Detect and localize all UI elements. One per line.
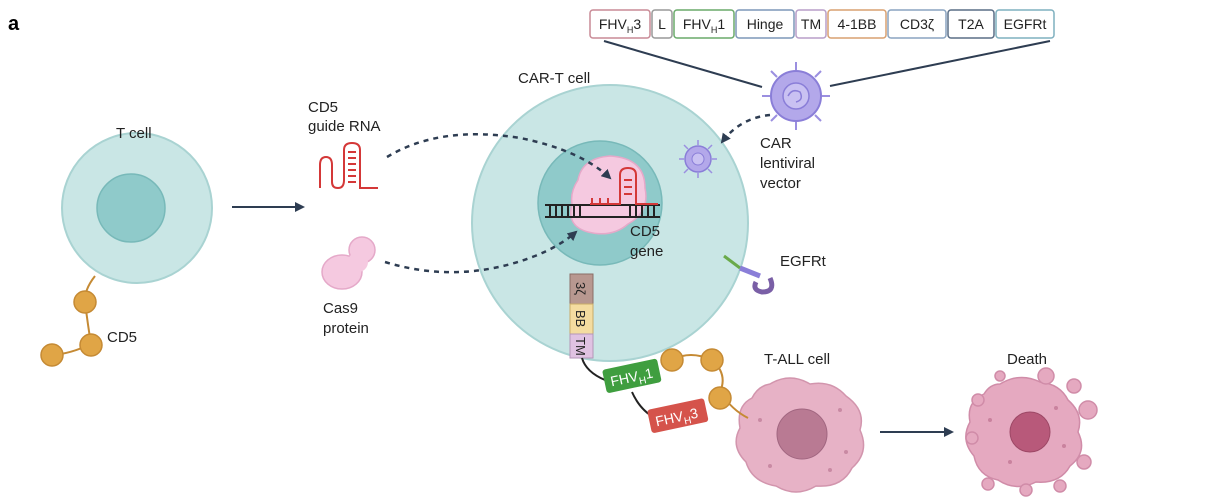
dying-cell (965, 367, 1098, 497)
egfrt-label: EGFRt (780, 253, 827, 270)
construct-segment-main: 4-1BB (838, 16, 877, 32)
cas9-label-1: Cas9 (323, 300, 358, 317)
construct-segment-box (651, 9, 673, 39)
svg-text:FHVH1: FHVH1 (609, 365, 655, 394)
car-t-cell-label: CAR-T cell (518, 70, 590, 87)
construct-segment-tail: 3 (633, 16, 641, 32)
construct-segment-main: CD3ζ (900, 16, 934, 32)
construct-segment-main: Hinge (747, 16, 784, 32)
construct-segment-tail: 1 (717, 16, 725, 32)
construct-segment-box (947, 9, 995, 39)
fhvh3-sub: H (683, 415, 692, 427)
construct-segment-box (795, 9, 827, 39)
construct-segment-label: L (658, 16, 666, 32)
construct-segment-main: T2A (958, 16, 984, 32)
egfrt-icon (723, 254, 775, 295)
cas9-label-2: protein (323, 320, 369, 337)
guide-rna-label-2: guide RNA (308, 118, 381, 135)
fhvh1-tail: 1 (643, 365, 654, 382)
lentivirus-icon (762, 62, 830, 130)
dying-cell-nucleus (988, 406, 1066, 464)
construct-segment-label: FHVH1 (683, 16, 726, 35)
construct-segment-main: EGFRt (1004, 16, 1047, 32)
fhvh3-tail: 3 (688, 405, 699, 422)
construct-segment-box (887, 9, 947, 39)
construct-segment-label: EGFRt (1004, 16, 1047, 32)
guide-rna-label-1: CD5 (308, 99, 338, 116)
construct-segment-box (589, 9, 651, 39)
cas9-protein-icon (321, 236, 376, 290)
construct-segment-label: FHVH3 (599, 16, 642, 35)
cd5-receptor-icon (40, 275, 103, 367)
construct-segment-label: TM (801, 16, 821, 32)
guide-rna-icon (319, 141, 378, 190)
lentivirus-small-icon (679, 140, 717, 178)
construct-segment-box (673, 9, 735, 39)
car-tm-label: TM (573, 337, 588, 356)
dashed-arrow-virus-icon (720, 113, 771, 144)
construct-segment-sub: H (627, 25, 634, 35)
construct-line-right (829, 40, 1051, 87)
cd5-gene-label-2: gene (630, 243, 663, 260)
car-fhvh1-domain: FHVH1 (602, 358, 662, 394)
guide-rna-bound-icon (590, 166, 658, 205)
car-hinge-icon (581, 357, 606, 381)
construct-segment-main: L (658, 16, 666, 32)
car-molecule: 3ζ BB TM (569, 273, 594, 359)
death-label: Death (1007, 351, 1047, 368)
vector-label-1: CAR (760, 135, 792, 152)
construct-segment-main: FHV (683, 16, 712, 32)
car-zeta-label: 3ζ (573, 282, 588, 295)
t-cell-label: T cell (116, 125, 152, 142)
car-bb-label: BB (573, 310, 588, 327)
t-all-cell (735, 377, 865, 493)
car-fhvh3-domain: FHVH3 (647, 398, 709, 434)
t-all-cell-label: T-ALL cell (764, 351, 830, 368)
dashed-arrow-cas9-icon (384, 230, 578, 274)
construct-segment-main: FHV (599, 16, 628, 32)
construct-segment-box (827, 9, 887, 39)
fhvh1-main: FHV (609, 368, 640, 390)
construct-segment-box (735, 9, 795, 39)
construct-segment-label: 4-1BB (838, 16, 877, 32)
construct-segment-label: Hinge (747, 16, 784, 32)
fhvh3-main: FHV (654, 408, 685, 430)
vector-label-2: lentiviral (760, 155, 815, 172)
cd5-gene-label-1: CD5 (630, 223, 660, 240)
construct-line-left (603, 40, 763, 88)
construct-segment-main: TM (801, 16, 821, 32)
cd5-label: CD5 (107, 329, 137, 346)
cd5-target-icon (660, 348, 749, 419)
vector-label-3: vector (760, 175, 801, 192)
svg-text:FHVH3: FHVH3 (654, 405, 700, 434)
t-cell (61, 132, 213, 284)
panel-label: a (8, 13, 20, 35)
construct-segment-label: T2A (958, 16, 984, 32)
construct-segment-sub: H (711, 25, 718, 35)
construct-segment-label: CD3ζ (900, 16, 934, 32)
fhvh1-sub: H (638, 375, 647, 387)
construct-segment-box (995, 9, 1055, 39)
